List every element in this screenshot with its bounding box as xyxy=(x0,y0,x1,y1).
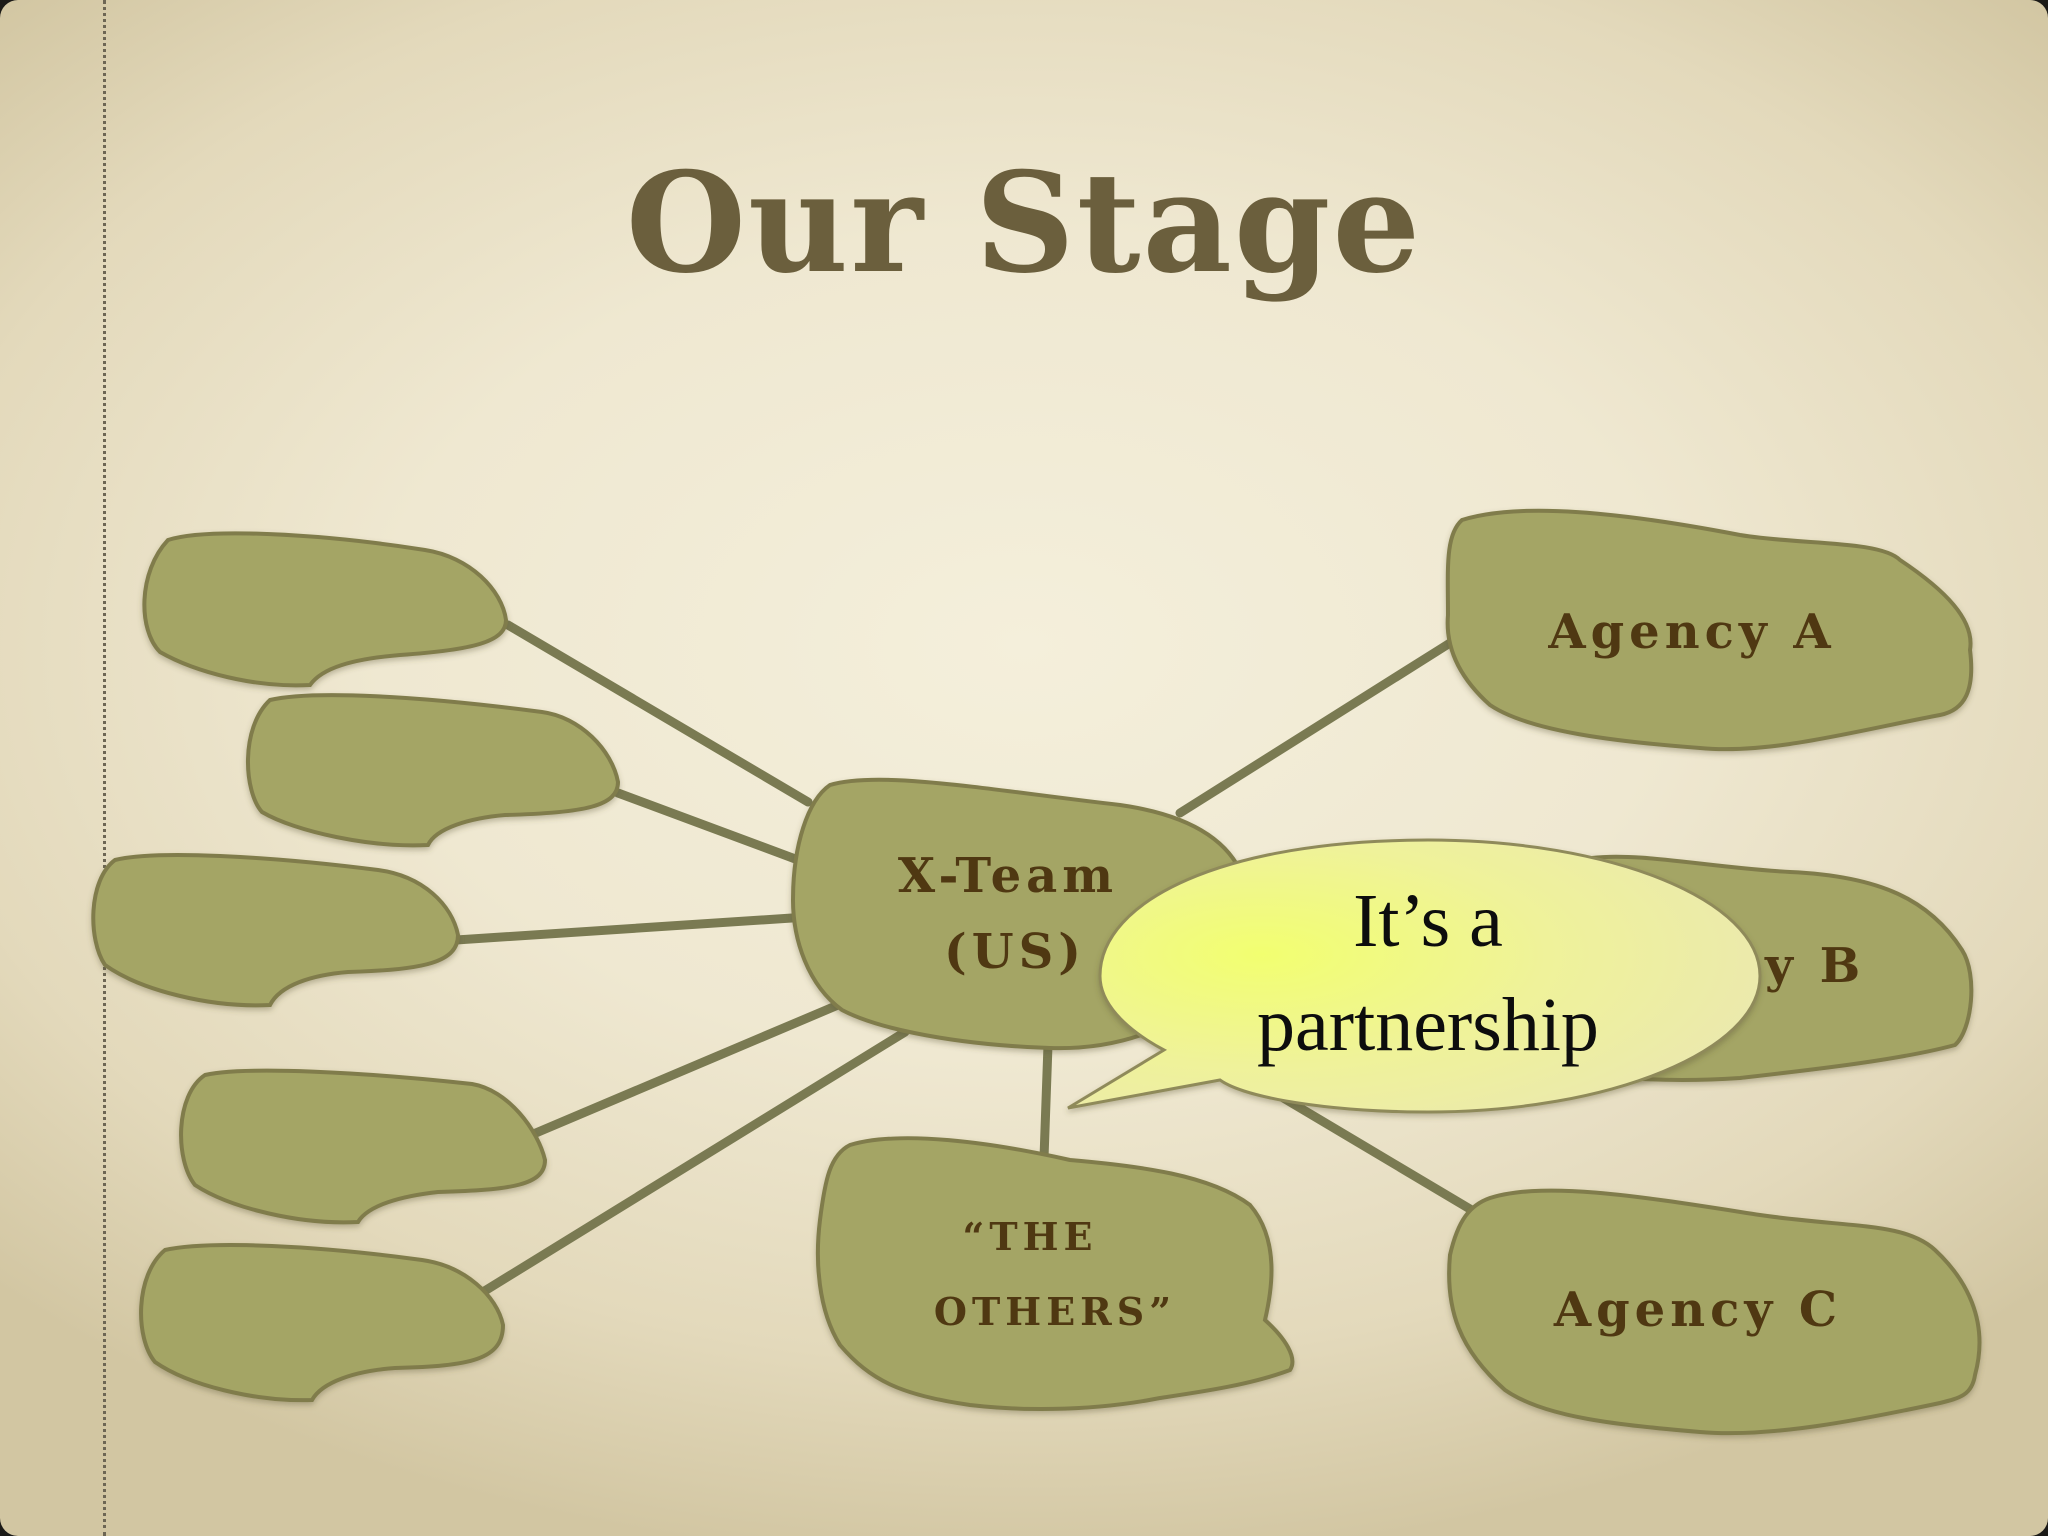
agency-c-node xyxy=(1447,1188,1982,1436)
partnership-callout: It’s a partnership xyxy=(1067,838,1762,1114)
connector-left-3 xyxy=(451,913,797,945)
unlabeled-node-2 xyxy=(246,693,621,848)
agency-c-label: Agency C xyxy=(1553,1282,1842,1338)
agency-b-label: y B xyxy=(1764,938,1865,994)
connector-left-5 xyxy=(465,1027,910,1305)
callout-text-line1: It’s a xyxy=(1353,879,1503,963)
the-others-node xyxy=(815,1136,1295,1412)
callout-bubble-shape xyxy=(1067,838,1762,1114)
connector-agency-a xyxy=(1175,638,1455,818)
callout-text-line2: partnership xyxy=(1257,983,1599,1067)
connector-left-2 xyxy=(613,788,803,865)
unlabeled-node-4 xyxy=(179,1068,548,1225)
the-others-label-line1: “the xyxy=(962,1214,1097,1259)
agency-a-node xyxy=(1445,508,1974,752)
dotted-binding-line xyxy=(103,0,106,1536)
slide-title: Our Stage xyxy=(625,141,1423,304)
unlabeled-node-5 xyxy=(139,1243,506,1403)
connector-agency-c xyxy=(1265,1085,1480,1217)
x-team-label-line2: (us) xyxy=(944,924,1086,980)
agency-a-label: Agency A xyxy=(1547,604,1835,660)
unlabeled-node-1 xyxy=(142,531,509,688)
connector-left-1 xyxy=(503,620,813,807)
x-team-label-line1: X-Team xyxy=(898,848,1118,904)
connector-left-4 xyxy=(519,1000,843,1143)
connector-lines xyxy=(451,620,1480,1305)
unlabeled-node-3 xyxy=(91,853,461,1008)
the-others-label-line2: others” xyxy=(934,1289,1176,1334)
connector-others xyxy=(1039,1040,1053,1163)
